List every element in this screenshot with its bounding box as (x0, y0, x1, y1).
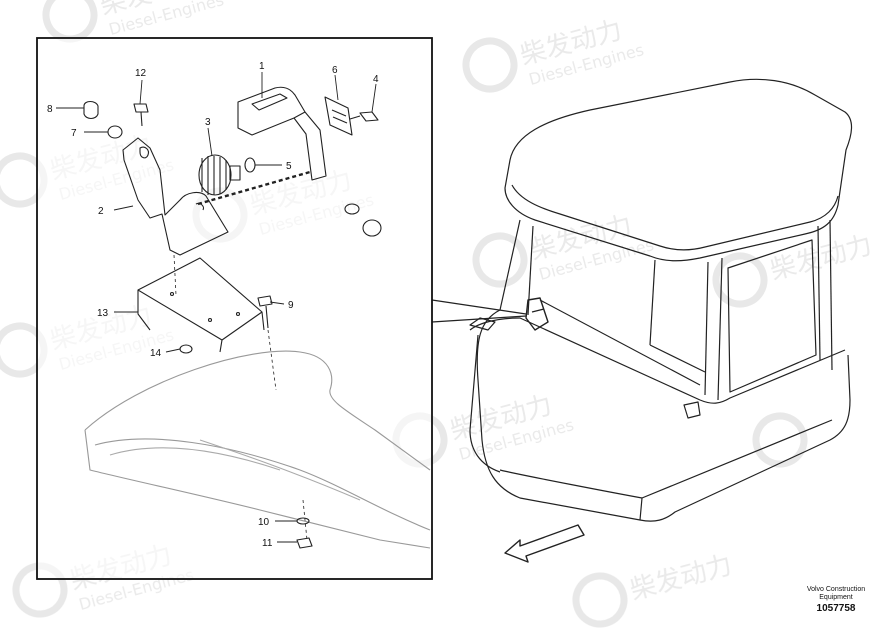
part-8-cap (83, 100, 99, 120)
callout-leaders (56, 72, 377, 543)
callout-labels: 1 2 3 4 5 6 7 8 9 10 11 12 13 14 (47, 61, 379, 549)
brand-line-1: Volvo Construction (806, 586, 866, 593)
part-3-knob (198, 154, 241, 196)
cab-rear-pillar (829, 219, 833, 371)
part-9-bolt (257, 295, 273, 307)
callout-8: 8 (47, 104, 53, 115)
drawing-info: Volvo Construction Equipment 1057758 (786, 586, 886, 616)
part-4-screw (359, 111, 379, 122)
cab-bracket (525, 297, 549, 331)
watermark-cn: 柴发动力 (627, 550, 735, 606)
callout-7: 7 (71, 128, 77, 139)
cab-rear-pillar-inner (817, 225, 821, 361)
callout-13: 13 (97, 308, 109, 319)
direction-arrow (504, 524, 585, 563)
callout-11: 11 (262, 538, 273, 549)
cab-roof (504, 78, 853, 262)
assembly-axis (197, 170, 311, 206)
callout-2: 2 (98, 206, 104, 217)
callout-10: 10 (258, 517, 270, 528)
cab-illustration (469, 78, 853, 522)
cab-latch (683, 401, 701, 419)
callout-1: 1 (259, 61, 265, 72)
cab-side-window (727, 239, 817, 393)
drawing-number: 1057758 (816, 603, 856, 614)
callout-9: 9 (288, 300, 294, 311)
cab-lower-body (476, 309, 851, 522)
callout-4: 4 (373, 74, 379, 85)
fender-panel (84, 350, 431, 471)
callout-5: 5 (286, 161, 292, 172)
part-11-nut (296, 537, 313, 549)
part-1-bracket (237, 86, 327, 181)
detail-parts (83, 86, 431, 549)
callout-3: 3 (205, 117, 211, 128)
cab-sill (469, 317, 846, 404)
cab-front-left-pillar (499, 219, 521, 311)
part-2-bracket (122, 137, 229, 256)
cab-roof-edge (511, 184, 839, 251)
detail-frame (36, 37, 433, 580)
part-12-screw (133, 103, 149, 113)
callout-14: 14 (150, 348, 162, 359)
cab-right-pillar-inner (704, 261, 709, 396)
brand-line-2: Equipment (819, 594, 853, 601)
detail-leader (431, 299, 527, 323)
callout-12: 12 (135, 68, 147, 79)
callout-6: 6 (332, 65, 338, 76)
cab-right-pillar-outer (717, 257, 723, 401)
part-6-gasket (324, 96, 353, 136)
